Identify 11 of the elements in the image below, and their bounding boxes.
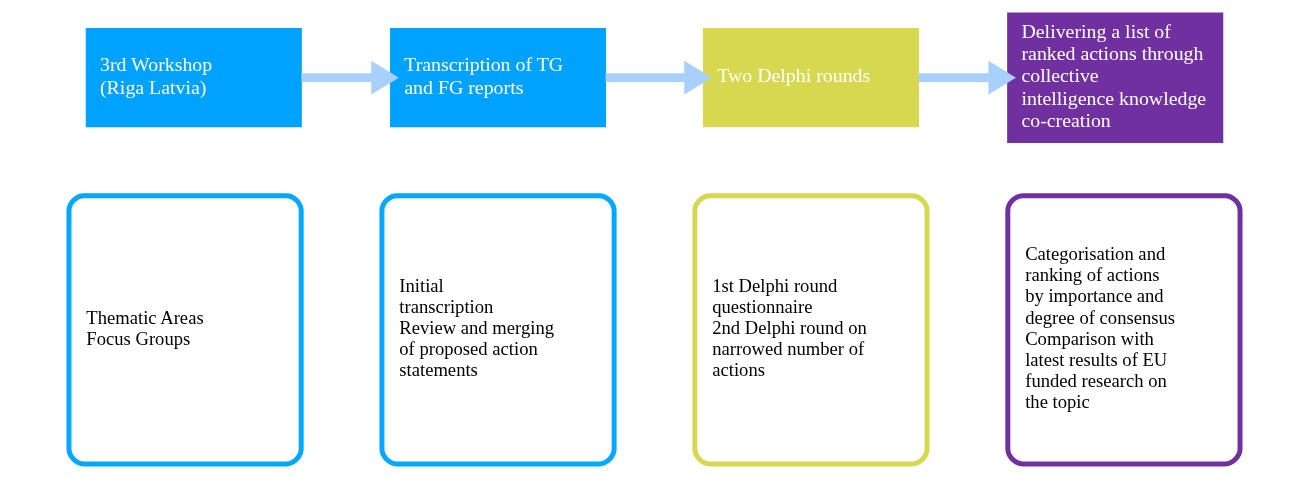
node-box: 1st Delphi round questionnaire 2nd Delphi round on narrowed number of actions (691, 193, 930, 467)
node-box: Delivering a list of ranked actions through collective intelligence knowledge co-creation (1006, 12, 1223, 143)
arrow (605, 60, 712, 95)
node-box: 3rd Workshop (Riga Latvia) (85, 28, 302, 128)
node-box: Thematic Areas Focus Groups (66, 193, 304, 467)
node-box: Two Delphi rounds (702, 28, 919, 128)
arrow (300, 60, 399, 95)
node-box: Initial transcription Review and merging of proposed action statements (378, 193, 617, 467)
arrow (918, 60, 1016, 95)
node-box: Transcription of TG and FG reports (389, 28, 606, 128)
node-box: Categorisation and ranking of actions by importance and degree of consensus Comparison with latest results of EU funded research on the topic (1004, 193, 1242, 467)
